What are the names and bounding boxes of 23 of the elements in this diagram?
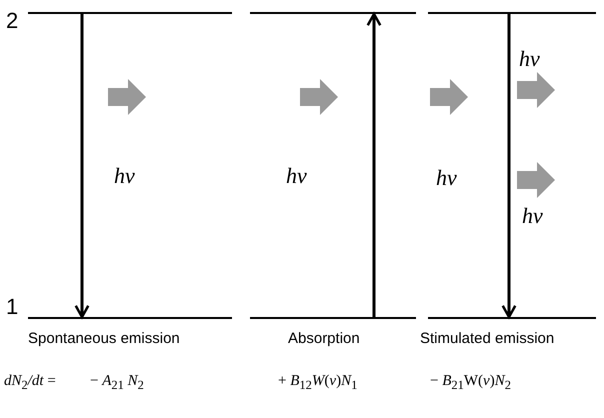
process-caption: Absorption	[288, 330, 360, 347]
transition-arrow	[366, 12, 382, 317]
photon-label: hν	[114, 163, 135, 189]
photon-label: hν	[522, 203, 543, 229]
photon-label: hν	[436, 165, 457, 191]
transition-arrow	[502, 14, 516, 318]
energy-level-line	[250, 317, 416, 319]
equation-term: − B$_{21}$W(ν)N$_{2}$	[430, 373, 511, 393]
transition-arrow	[74, 14, 90, 318]
process-caption: Stimulated emission	[420, 330, 554, 347]
equation-term: dN$_{2}$/dt =	[4, 373, 56, 393]
photon-label: hν	[519, 46, 540, 72]
energy-level-line	[28, 317, 232, 319]
energy-level-line	[428, 12, 596, 14]
level-number: 1	[6, 294, 18, 320]
energy-level-line	[250, 12, 416, 14]
equation-term: + B$_{12}$W(ν)N$_{1}$	[278, 373, 358, 393]
level-number: 2	[6, 8, 18, 34]
energy-level-line	[428, 317, 596, 319]
equation-term: − A$_{21}$ N$_{2}$	[90, 373, 144, 393]
energy-level-line	[28, 12, 232, 14]
photon-label: hν	[286, 163, 307, 189]
process-caption: Spontaneous emission	[28, 330, 180, 347]
